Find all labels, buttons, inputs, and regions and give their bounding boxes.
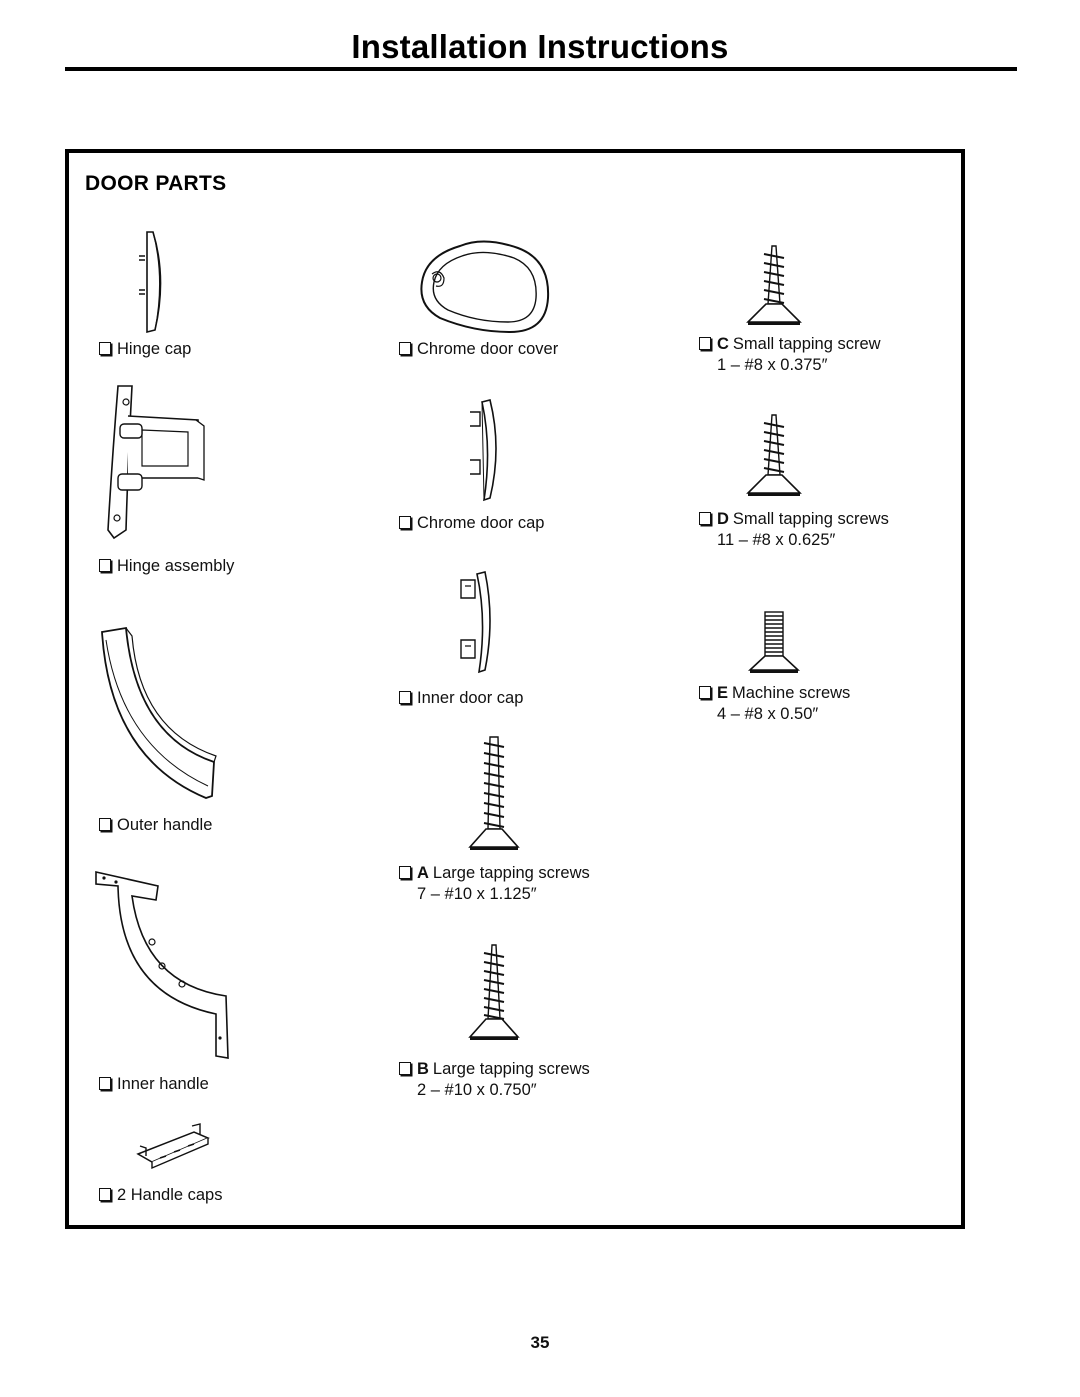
section-title: DOOR PARTS <box>85 172 227 195</box>
screw-d-image <box>746 414 802 496</box>
checkbox-icon <box>699 512 711 525</box>
hinge-cap-label: Hinge cap <box>99 339 191 360</box>
inner-door-cap-label: Inner door cap <box>399 688 523 709</box>
inner-door-cap-image <box>460 571 491 674</box>
screw-c-image <box>746 245 802 325</box>
checkbox-icon <box>699 686 711 699</box>
chrome-door-cap-image <box>470 399 497 502</box>
hinge-assembly-image <box>107 385 205 540</box>
inner-handle-image <box>95 870 229 1059</box>
checkbox-icon <box>399 342 411 355</box>
hinge-assembly-label: Hinge assembly <box>99 556 234 577</box>
door-parts-panel <box>65 149 965 1229</box>
checkbox-icon <box>399 691 411 704</box>
checkbox-icon <box>99 1188 111 1201</box>
checkbox-icon <box>399 866 411 879</box>
inner-handle-label: Inner handle <box>99 1074 209 1095</box>
screw-a-image <box>468 736 520 850</box>
checkbox-icon <box>399 516 411 529</box>
hinge-cap-image <box>139 231 162 334</box>
handle-caps-label: 2 Handle caps <box>99 1185 223 1206</box>
checkbox-icon <box>699 337 711 350</box>
screw-b-image <box>468 944 520 1040</box>
chrome-door-cap-label: Chrome door cap <box>399 513 544 534</box>
checkbox-icon <box>99 342 111 355</box>
screw-e-image <box>747 611 801 673</box>
chrome-door-cover-label: Chrome door cover <box>399 339 558 360</box>
page-title: Installation Instructions <box>351 28 729 65</box>
chrome-door-cover-image <box>420 240 550 334</box>
checkbox-icon <box>399 1062 411 1075</box>
title-rule <box>65 67 1017 71</box>
handle-caps-image <box>136 1123 210 1170</box>
checkbox-icon <box>99 1077 111 1090</box>
checkbox-icon <box>99 559 111 572</box>
page-number: 35 <box>530 1333 550 1352</box>
checkbox-icon <box>99 818 111 831</box>
outer-handle-image <box>101 626 217 799</box>
outer-handle-label: Outer handle <box>99 815 212 836</box>
